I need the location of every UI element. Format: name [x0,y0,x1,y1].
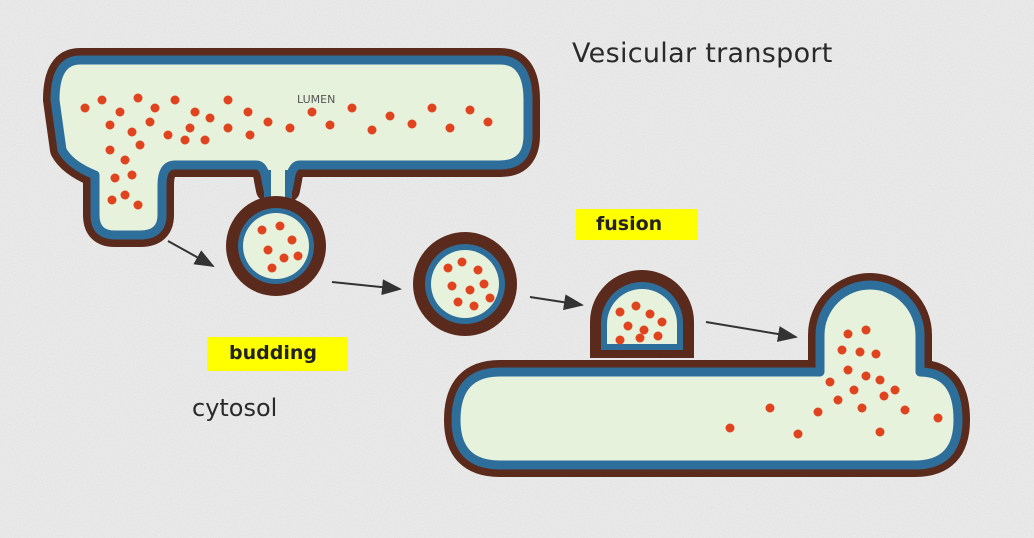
cargo-particle [264,118,273,127]
cargo-particle [658,318,667,327]
cargo-particle [458,258,467,267]
cargo-particle [111,174,120,183]
cargo-particle [164,131,173,140]
lumen-label: LUMEN [297,93,335,106]
cargo-particle [224,96,233,105]
cargo-particle [201,136,210,145]
cargo-particle [448,282,457,291]
cargo-particle [474,266,483,275]
fusion-label: fusion [576,209,698,240]
cargo-particle [121,191,130,200]
cargo-particle [466,286,475,295]
cargo-particle [121,156,130,165]
cargo-particle [466,106,475,115]
cargo-particle [288,236,297,245]
cargo-particle [454,298,463,307]
cargo-particle [654,332,663,341]
cargo-particle [276,222,285,231]
cargo-particle [891,386,900,395]
cargo-particle [901,406,910,415]
cargo-particle [108,196,117,205]
cargo-particle [834,396,843,405]
cargo-particle [844,330,853,339]
cargo-particle [326,121,335,130]
cargo-particle [408,120,417,129]
cargo-particle [106,146,115,155]
cargo-particle [116,108,125,117]
free-vesicle [413,232,517,336]
cargo-particle [838,346,847,355]
cargo-particle [624,322,633,331]
cargo-particle [470,302,479,311]
cargo-particle [206,114,215,123]
cargo-particle [766,404,775,413]
cargo-particle [876,376,885,385]
cargo-particle [136,141,145,150]
cargo-particle [880,392,889,401]
cargo-particle [484,118,493,127]
cargo-particle [186,124,195,133]
cargo-particle [858,404,867,413]
cargo-particle [386,112,395,121]
cargo-particle [862,326,871,335]
cargo-particle [280,254,289,263]
cargo-particle [98,96,107,105]
cargo-particle [876,428,885,437]
cargo-particle [268,264,277,273]
cargo-particle [640,326,649,335]
cargo-particle [264,246,273,255]
cargo-particle [794,430,803,439]
cargo-particle [308,108,317,117]
cargo-particle [446,124,455,133]
cargo-particle [872,350,881,359]
cargo-particle [181,136,190,145]
cargo-particle [151,104,160,113]
cargo-particle [862,372,871,381]
cargo-particle [244,108,253,117]
cargo-particle [616,308,625,317]
cargo-particle [106,121,115,130]
cargo-particle [444,264,453,273]
cargo-particle [726,424,735,433]
cargo-particle [134,94,143,103]
cargo-particle [632,302,641,311]
cargo-particle [616,336,625,345]
budding-label: budding [207,337,348,371]
cargo-particle [224,124,233,133]
cargo-particle [191,108,200,117]
cargo-particle [258,226,267,235]
cargo-particle [146,118,155,127]
cargo-particle [81,104,90,113]
cargo-particle [814,408,823,417]
diagram-title: Vesicular transport [572,38,833,69]
cargo-particle [134,201,143,210]
cargo-particle [294,252,303,261]
cargo-particle [826,378,835,387]
cargo-particle [246,131,255,140]
cargo-particle [128,128,137,137]
cargo-particle [128,171,137,180]
cargo-particle [850,386,859,395]
cargo-particle [286,124,295,133]
cargo-particle [646,310,655,319]
cargo-particle [171,96,180,105]
cytosol-label: cytosol [192,394,277,422]
cargo-particle [856,348,865,357]
cargo-particle [636,334,645,343]
cargo-particle [428,104,437,113]
cargo-particle [844,366,853,375]
cargo-particle [368,126,377,135]
cargo-particle [480,280,489,289]
cargo-particle [486,294,495,303]
cargo-particle [934,414,943,423]
cargo-particle [348,104,357,113]
